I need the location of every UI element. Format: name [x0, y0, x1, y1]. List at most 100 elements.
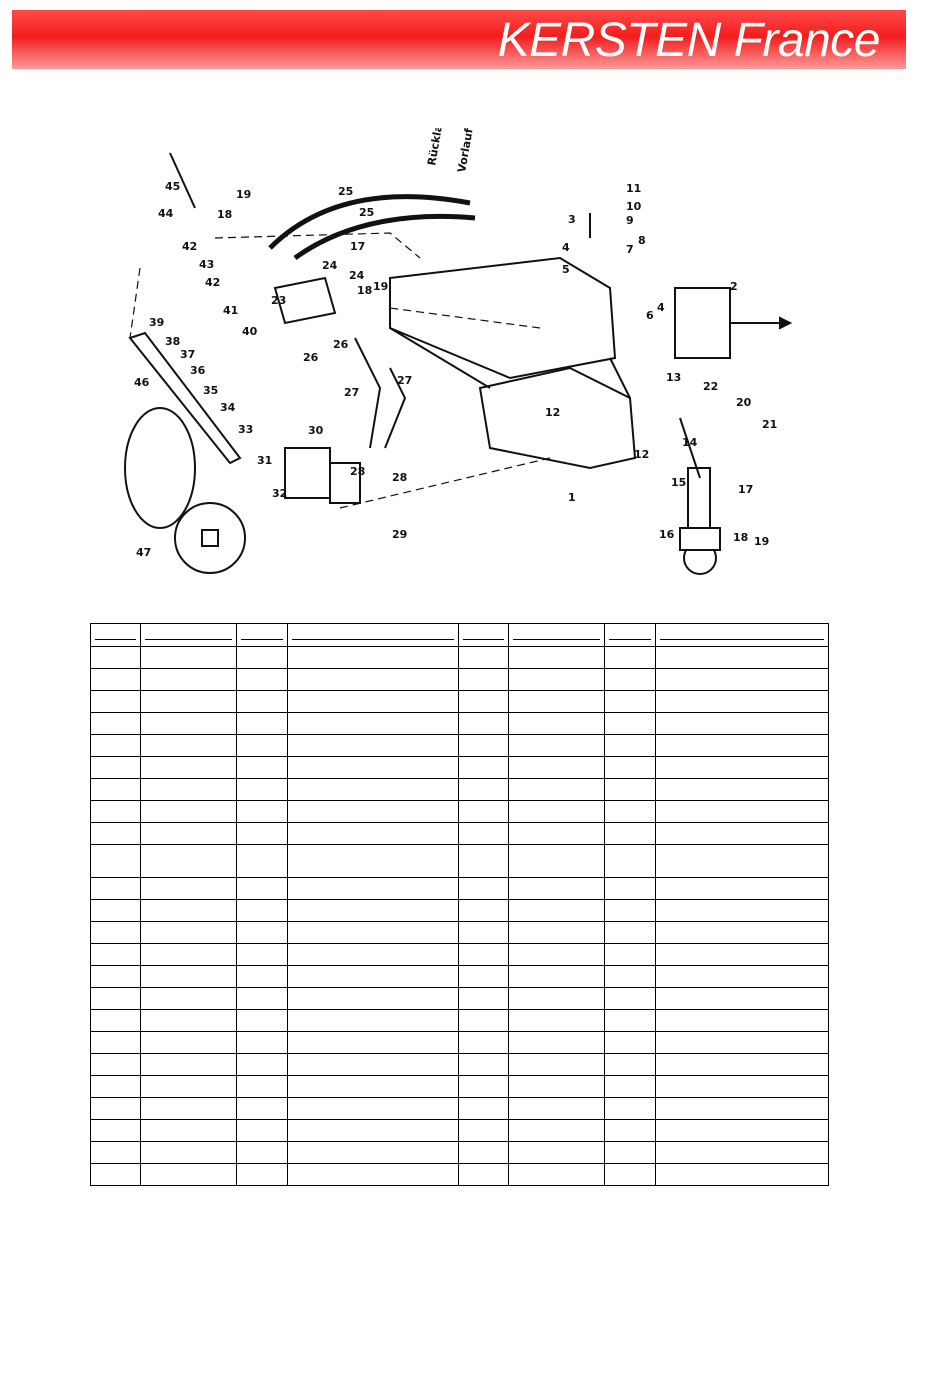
table-row [90, 1097, 829, 1120]
table-cell [140, 1163, 237, 1186]
table-row [90, 734, 829, 757]
table-cell [287, 778, 459, 801]
table-cell [655, 1031, 829, 1054]
table-cell [90, 844, 141, 878]
table-cell [604, 646, 656, 669]
table-cell [508, 921, 605, 944]
table-cell [458, 822, 509, 845]
table-row [90, 646, 829, 669]
table-cell [508, 690, 605, 713]
table-cell [604, 1009, 656, 1032]
callout-11: 11 [626, 182, 641, 195]
table-cell [287, 921, 459, 944]
table-cell [508, 1119, 605, 1142]
table-row [90, 1119, 829, 1142]
callout-43: 43 [199, 258, 214, 271]
table-cell [140, 1009, 237, 1032]
callout-32: 32 [272, 487, 287, 500]
table-cell [90, 1097, 141, 1120]
table-row [90, 921, 829, 944]
callout-19: 19 [236, 188, 251, 201]
table-cell [90, 822, 141, 845]
table-cell [604, 899, 656, 922]
table-cell [604, 1031, 656, 1054]
callout-4: 4 [562, 241, 570, 254]
table-cell [458, 646, 509, 669]
parts-list-table [90, 623, 829, 1186]
table-cell [287, 668, 459, 691]
table-cell [508, 800, 605, 823]
callout-44: 44 [158, 207, 174, 220]
table-cell [287, 712, 459, 735]
callout-4b: 4 [657, 301, 665, 314]
table-cell [458, 1097, 509, 1120]
table-cell [236, 756, 288, 779]
table-cell [90, 1009, 141, 1032]
callout-6: 6 [646, 309, 654, 322]
table-cell [140, 734, 237, 757]
table-cell [90, 690, 141, 713]
table-cell [287, 877, 459, 900]
callout-15: 15 [671, 476, 686, 489]
table-cell [236, 987, 288, 1010]
callout-29: 29 [392, 528, 407, 541]
table-cell [236, 877, 288, 900]
table-row [90, 987, 829, 1010]
table-cell [90, 1031, 141, 1054]
table-cell [655, 1163, 829, 1186]
callout-21: 21 [762, 418, 777, 431]
exploded-parts-diagram: Rücklauf Vorlauf 1 2 3 4 4 5 6 7 8 9 10 … [124, 128, 793, 575]
table-cell [508, 899, 605, 922]
brand-title: KERSTEN France [497, 14, 881, 67]
table-cell [458, 1031, 509, 1054]
table-row [90, 822, 829, 845]
table-cell [90, 756, 141, 779]
table-cell [236, 1163, 288, 1186]
callout-33: 33 [238, 423, 253, 436]
table-cell [236, 844, 288, 878]
table-cell [90, 899, 141, 922]
callout-8: 8 [638, 234, 646, 247]
table-cell [655, 965, 829, 988]
table-row [90, 800, 829, 823]
table-cell [90, 965, 141, 988]
table-cell [287, 734, 459, 757]
callout-17b: 17 [738, 483, 753, 496]
table-cell [140, 1053, 237, 1076]
table-row [90, 1075, 829, 1098]
table-cell [236, 1075, 288, 1098]
hose-label-supply: Vorlauf [455, 128, 476, 174]
table-cell [458, 1163, 509, 1186]
callout-23: 23 [271, 294, 286, 307]
header-cell [236, 623, 288, 647]
table-row [90, 1163, 829, 1186]
callout-34: 34 [220, 401, 236, 414]
header-cell [458, 623, 509, 647]
table-cell [140, 1141, 237, 1164]
callout-9: 9 [626, 214, 634, 227]
table-cell [236, 734, 288, 757]
housing-side-plate [478, 366, 637, 470]
table-cell [655, 1141, 829, 1164]
table-cell [604, 921, 656, 944]
table-cell [458, 1141, 509, 1164]
table-cell [458, 778, 509, 801]
table-cell [287, 943, 459, 966]
table-cell [655, 844, 829, 878]
table-cell [508, 734, 605, 757]
table-cell [655, 646, 829, 669]
table-cell [458, 844, 509, 878]
callout-41: 41 [223, 304, 238, 317]
table-cell [90, 1163, 141, 1186]
table-cell [140, 712, 237, 735]
table-cell [287, 756, 459, 779]
table-cell [287, 690, 459, 713]
table-cell [508, 822, 605, 845]
table-cell [508, 646, 605, 669]
callout-37: 37 [180, 348, 195, 361]
table-cell [236, 1009, 288, 1032]
table-cell [508, 1053, 605, 1076]
callout-30: 30 [308, 424, 324, 437]
table-cell [90, 734, 141, 757]
header-cell [604, 623, 656, 647]
